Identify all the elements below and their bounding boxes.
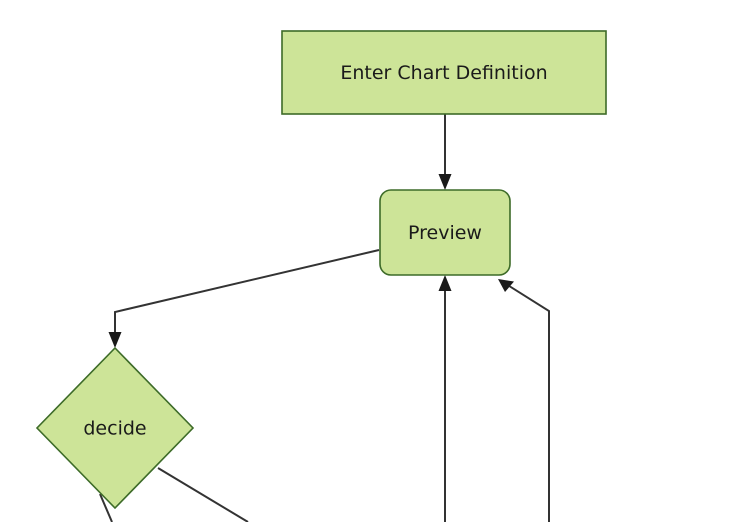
edge-lower-center-to-preview: [438, 275, 452, 522]
edge-decide-to-below-right: [157, 467, 249, 522]
node-enter-chart-definition-shape[interactable]: [281, 30, 607, 115]
node-decide-label: decide: [83, 418, 146, 440]
node-decide[interactable]: decide: [35, 346, 195, 510]
arrowhead-icon: [108, 332, 122, 348]
edge-line: [99, 493, 113, 522]
edge-decide-to-below-left: [99, 493, 113, 522]
edge-line: [505, 283, 550, 522]
arrowhead-icon: [438, 275, 452, 291]
arrowhead-icon: [438, 174, 452, 190]
arrowhead-icon: [498, 279, 514, 292]
edge-line: [157, 467, 249, 522]
edge-enter-chart-definition-to-preview: [438, 114, 452, 190]
node-preview-shape[interactable]: [379, 189, 511, 276]
node-enter-chart-definition-label: Enter Chart Definition: [340, 62, 547, 84]
edge-preview-to-decide: [108, 249, 380, 348]
edge-lower-right-to-preview: [498, 279, 550, 522]
node-preview[interactable]: Preview: [379, 189, 511, 276]
edge-line: [114, 249, 380, 339]
node-decide-shape[interactable]: [35, 346, 195, 510]
node-enter-chart-definition[interactable]: Enter Chart Definition: [281, 30, 607, 115]
node-preview-label: Preview: [408, 222, 482, 244]
